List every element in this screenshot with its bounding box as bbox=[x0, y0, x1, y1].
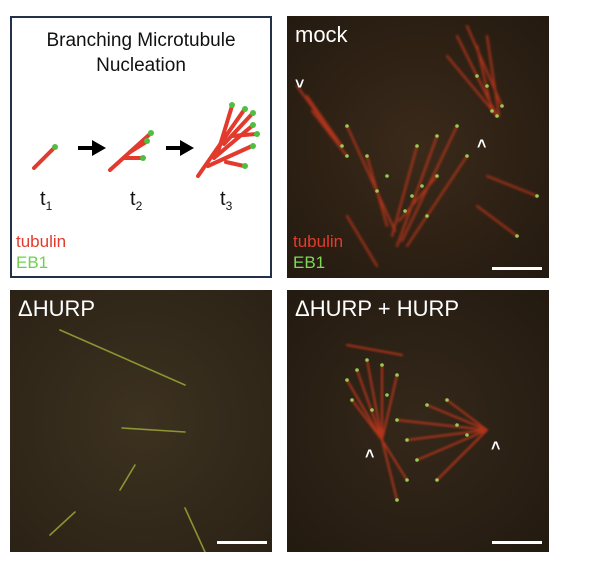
scale-bar bbox=[492, 267, 542, 270]
schematic-panel: Branching Microtubule Nucleation bbox=[10, 16, 272, 278]
scale-bar bbox=[217, 541, 267, 544]
panel-title-mock: mock bbox=[295, 22, 348, 47]
panel-title-dhurp: ΔHURP bbox=[18, 296, 96, 321]
micrograph-dhurp-image bbox=[10, 290, 272, 552]
arrow-icon bbox=[166, 140, 194, 156]
micrograph-mock-image bbox=[287, 16, 549, 278]
legend-tubulin: tubulin bbox=[16, 232, 67, 251]
arrowhead-icon: ˄ bbox=[477, 136, 487, 153]
stage2-microtubule bbox=[108, 130, 154, 172]
stage3-microtubule bbox=[196, 102, 260, 178]
stage1-microtubule bbox=[32, 144, 58, 170]
arrow-icon bbox=[78, 140, 106, 156]
micrograph-dhurp-hurp-image bbox=[287, 290, 549, 552]
schematic-title: Branching Microtubule Nucleation bbox=[12, 28, 270, 78]
scale-bar bbox=[492, 541, 542, 544]
schematic-title-line2: Nucleation bbox=[96, 55, 186, 76]
arrowhead-icon: ˄ bbox=[365, 446, 375, 463]
arrowhead-icon: ˄ bbox=[491, 438, 501, 455]
stage3-label: t3 bbox=[220, 188, 233, 213]
micrograph-dhurp-hurp: ΔHURP + HURP ˄ ˄ bbox=[287, 290, 549, 552]
micrograph-mock: mock ˅ ˄ tubulin EB1 bbox=[287, 16, 549, 278]
legend-eb1: EB1 bbox=[16, 253, 49, 272]
mock-legend-eb1: EB1 bbox=[293, 253, 326, 272]
arrowhead-icon: ˅ bbox=[295, 76, 305, 93]
micrograph-dhurp: ΔHURP bbox=[10, 290, 272, 552]
schematic-drawing bbox=[32, 102, 260, 178]
stage2-label: t2 bbox=[130, 188, 143, 213]
mock-legend-tubulin: tubulin bbox=[293, 232, 344, 251]
schematic-title-line1: Branching Microtubule bbox=[46, 30, 236, 51]
stage1-label: t1 bbox=[40, 188, 53, 213]
panel-title-dhurp-hurp: ΔHURP + HURP bbox=[295, 296, 460, 321]
